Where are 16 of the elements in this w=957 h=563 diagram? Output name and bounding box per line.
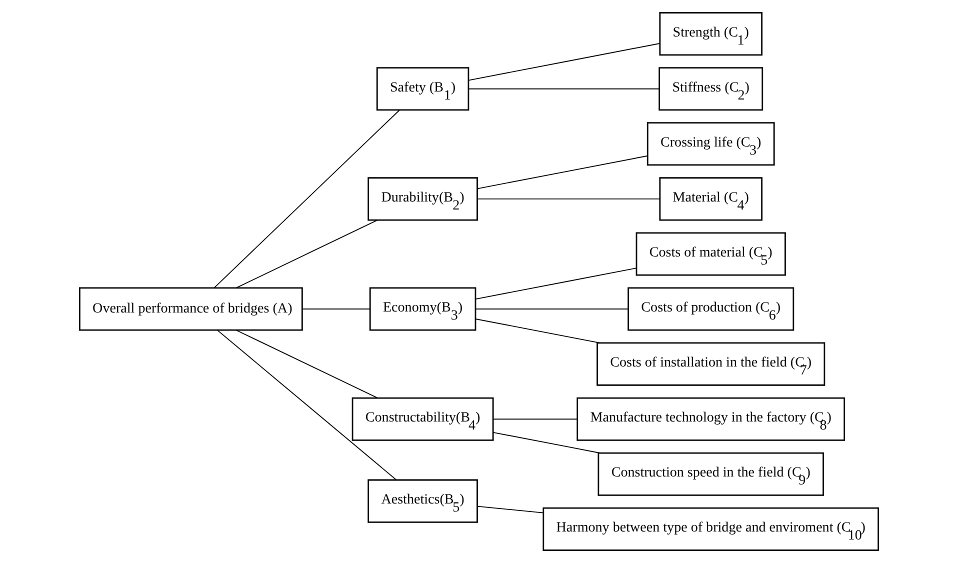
connector	[492, 432, 600, 454]
connector	[302, 308, 370, 310]
connector	[476, 155, 648, 190]
connector	[235, 220, 378, 288]
connector	[476, 506, 544, 514]
connector	[476, 198, 660, 200]
connector	[235, 330, 378, 398]
connector	[474, 318, 600, 344]
connector	[213, 110, 400, 288]
connector	[474, 308, 628, 310]
connector	[492, 418, 577, 420]
node-box: Overall performance of bridges (A)	[78, 287, 302, 331]
connector	[468, 43, 660, 81]
connector	[216, 330, 396, 480]
connector	[474, 268, 636, 300]
connector	[468, 88, 660, 90]
